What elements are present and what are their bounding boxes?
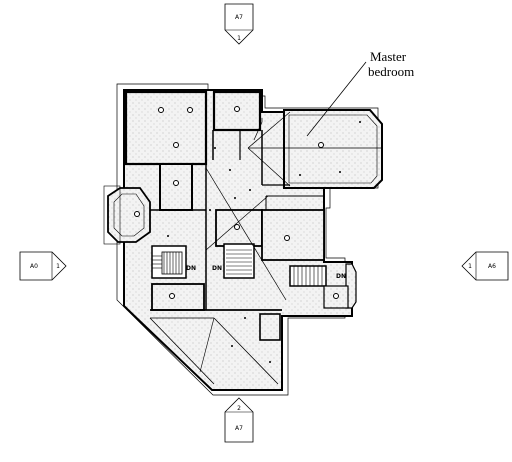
room-upper-left	[124, 90, 208, 166]
bay-window	[107, 187, 151, 243]
marker-sheet-label: A7	[235, 425, 243, 432]
callout-master: Master	[370, 49, 407, 64]
stair-center	[223, 243, 255, 279]
elevation-marker-top[interactable]: A7 1	[224, 3, 254, 45]
elevation-marker-bottom[interactable]: 2 A7	[224, 397, 254, 443]
elevation-marker-left[interactable]: A0 1	[19, 251, 67, 281]
stair-left	[151, 245, 187, 279]
marker-sheet-label: A0	[30, 263, 38, 270]
master-bedroom-room	[283, 109, 383, 189]
marker-number-label: 1	[56, 263, 60, 270]
marker-number-label: 1	[468, 263, 472, 270]
elevation-marker-right[interactable]: A6 1	[461, 251, 509, 281]
room-center-right	[261, 209, 325, 261]
stair-tag-dn: DN	[212, 265, 222, 272]
master-bedroom-inner	[288, 114, 378, 184]
stair-tag-dn: DN	[186, 265, 196, 272]
light-fixtures	[134, 106, 339, 299]
callout-leader	[306, 61, 367, 137]
stair-tag-dn: DN	[336, 273, 346, 280]
callout-bedroom: bedroom	[368, 64, 414, 79]
room-left-small	[159, 163, 193, 211]
marker-sheet-label: A6	[488, 263, 496, 270]
marker-number-label: 2	[237, 405, 241, 412]
marker-sheet-label: A7	[235, 14, 243, 21]
marker-number-label: 1	[237, 35, 241, 42]
room-south-small	[259, 313, 281, 341]
room-west-lower	[151, 283, 205, 311]
stair-right	[289, 265, 327, 287]
